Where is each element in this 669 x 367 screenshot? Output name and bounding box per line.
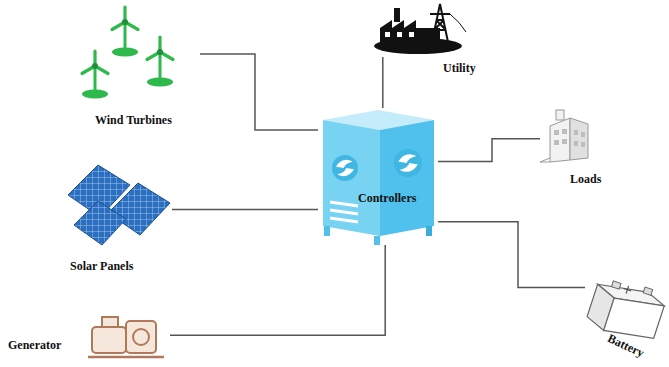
component-node: Battery bbox=[585, 280, 665, 342]
node-label: Wind Turbines bbox=[95, 114, 172, 127]
connector-line bbox=[170, 245, 385, 335]
generator-icon bbox=[88, 305, 170, 362]
battery-icon bbox=[585, 280, 665, 342]
node-label: Controllers bbox=[358, 192, 416, 205]
component-node: Solar Panels bbox=[68, 165, 172, 250]
component-node: Generator bbox=[88, 305, 170, 362]
component-node: Controllers bbox=[318, 108, 438, 245]
component-node: Utility bbox=[370, 2, 472, 57]
connector-line bbox=[382, 57, 384, 108]
component-node: Wind Turbines bbox=[60, 2, 200, 100]
node-label: Solar Panels bbox=[70, 260, 133, 273]
solar-panel-icon bbox=[68, 165, 172, 250]
wind-turbine-icon bbox=[60, 2, 200, 100]
node-label: Utility bbox=[443, 62, 476, 75]
controller-cabinet bbox=[318, 108, 438, 245]
connector-line bbox=[438, 139, 540, 162]
connector-line bbox=[438, 222, 585, 288]
connector-line bbox=[172, 209, 318, 211]
utility-icon bbox=[370, 2, 472, 57]
node-label: Generator bbox=[8, 339, 61, 352]
component-node: Loads bbox=[540, 108, 592, 164]
node-label: Loads bbox=[570, 173, 601, 186]
connector-line bbox=[200, 54, 318, 130]
building-icon bbox=[540, 108, 592, 164]
